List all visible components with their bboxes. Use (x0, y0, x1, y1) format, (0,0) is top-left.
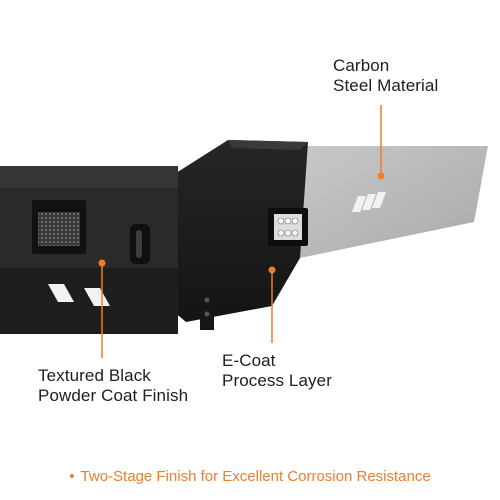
callout-ecoat: E-Coat Process Layer (222, 351, 332, 391)
footer-note: • Two-Stage Finish for Excellent Corrosio… (0, 468, 500, 486)
footer-text: Two-Stage Finish for Excellent Corrosion… (80, 468, 431, 485)
callout-powder-coat: Textured Black Powder Coat Finish (38, 366, 188, 406)
ecoat-panel-edge (228, 140, 308, 150)
ecoat-panel (160, 140, 308, 322)
leader-carbon-steel (377, 105, 385, 180)
mount-bolt-hole (204, 311, 210, 317)
mount-bracket (200, 290, 214, 330)
callout-ecoat-line1: E-Coat (222, 351, 276, 370)
wing-slash-accent (372, 192, 386, 208)
slash-accent (84, 288, 110, 306)
callout-carbon-line2: Steel Material (333, 76, 439, 95)
carbon-steel-wing (300, 146, 488, 258)
mount-bolt-hole (204, 297, 210, 303)
callout-carbon-steel: Carbon Steel Material (333, 56, 438, 96)
powder-coat-bumper-top (0, 166, 178, 188)
callout-powder-line2: Powder Coat Finish (38, 386, 189, 405)
leader-ecoat (268, 266, 276, 343)
wing-slash-accent (352, 196, 366, 212)
callout-carbon-line1: Carbon (333, 56, 390, 75)
grille-mesh (38, 212, 80, 246)
wing-slash-accent (362, 194, 376, 210)
bullet-icon: • (69, 468, 75, 485)
led-emitters (277, 217, 299, 237)
slash-accent (48, 284, 74, 302)
shackle-highlight (136, 230, 142, 258)
powder-coat-bumper-lower (0, 268, 178, 334)
leader-powder-coat (98, 259, 106, 358)
callout-powder-line1: Textured Black (38, 366, 151, 385)
callout-ecoat-line2: Process Layer (222, 371, 332, 390)
